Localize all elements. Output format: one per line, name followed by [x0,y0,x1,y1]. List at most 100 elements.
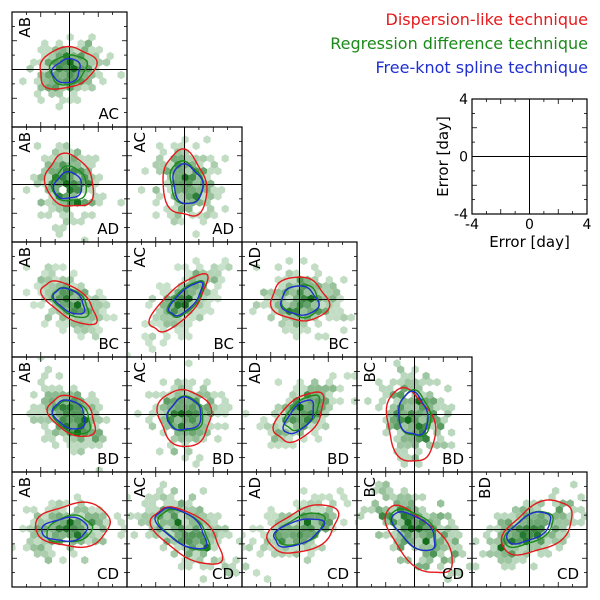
density-hex-bin [70,269,78,278]
density-hex-bin [177,192,186,201]
density-hex-bin [411,505,419,514]
density-hex-bin [66,33,74,42]
density-hex-bin [340,518,348,527]
density-hex-bin [371,486,379,496]
density-hex-bin [159,288,167,297]
density-hex-bin [397,493,405,502]
density-hex-bin [33,537,42,546]
density-hex-bin [41,269,49,278]
panel-y-label: AB [16,362,34,383]
density-hex-bin [296,403,304,412]
density-hex-bin [196,428,204,437]
density-hex-bin [41,64,49,73]
density-hex-bin [156,154,164,163]
density-hex-bin [55,229,63,239]
panel-x-label: CD [327,565,349,583]
density-hex-bin [404,378,412,387]
panel-x-label: BC [98,335,119,353]
density-hex-bin [99,434,107,444]
density-hex-bin [181,326,189,335]
density-hex-bin [62,179,71,188]
density-hex-bin [188,173,197,182]
density-hex-bin [37,198,45,207]
contour-green [51,400,92,435]
density-hex-bin [397,441,405,450]
density-hex-bin [12,543,16,552]
contour-green [46,514,94,543]
density-hex-bin [177,166,186,176]
density-hex-bin [415,537,423,546]
density-hex-bin [156,141,164,151]
density-hex-bin [33,549,42,559]
panel-x-label: BD [442,450,464,468]
density-hex-bin [411,415,419,425]
density-hex-bin [210,185,218,195]
density-hex-bin [307,384,315,393]
density-hex-bin [497,518,505,527]
density-hex-bin [170,409,178,418]
density-hex-bin [466,562,472,571]
density-hex-bin [303,556,312,565]
density-hex-bin [519,530,527,540]
density-hex-bin [404,530,412,540]
contour-red [269,276,331,322]
density-hex-bin [55,371,63,381]
density-hex-bin [174,518,182,527]
density-hex-bin [117,518,125,527]
density-hex-bin [70,447,78,456]
density-hex-bin [37,378,45,387]
density-hex-bin [92,154,100,163]
density-hex-bin [382,493,390,502]
density-hex-bin [44,288,52,297]
density-hex-bin [522,524,531,533]
density-hex-bin [340,493,348,502]
density-hex-bin [55,141,63,151]
density-hex-bin [296,530,304,540]
density-hex-bin [400,511,408,521]
density-hex-bin [81,83,89,92]
density-hex-bin [152,493,160,502]
density-hex-bin [386,409,394,418]
density-hex-bin [48,269,56,278]
density-hex-bin [127,351,131,357]
density-hex-bin [393,447,401,456]
density-hex-bin [22,263,31,272]
density-hex-bin [177,294,186,303]
density-hex-bin [88,518,96,527]
density-hex-bin [400,499,408,508]
density-hex-bin [404,453,412,462]
density-hex-bin [5,397,12,405]
density-hex-bin [55,51,63,61]
density-hex-bin [271,434,279,444]
density-hex-bin [177,409,186,418]
density-hex-bin [340,313,348,322]
panels-layer: ABACABADACADABBCACBCADBCABBDACBDADBDBCBD… [5,11,588,588]
density-hex-bin [159,493,167,502]
density-hex-bin [95,428,103,437]
density-hex-bin [33,77,42,86]
density-hex-bin [522,499,531,508]
density-hex-bin [152,313,160,322]
density-hex-bin [95,518,103,527]
density-hex-bin [59,223,67,232]
density-hex-bin [170,217,178,226]
density-hex-bin [447,441,456,450]
density-hex-bin [336,396,344,406]
density-hex-bin [426,556,434,565]
density-hex-bin [386,486,394,496]
density-hex-bin [163,422,171,431]
density-hex-bin [217,390,226,399]
density-hex-bin [30,505,38,514]
density-hex-bin [203,211,211,220]
density-hex-bin [296,326,304,335]
density-hex-bin [285,319,293,329]
contour-blue [52,287,86,315]
density-hex-bin [282,530,290,540]
density-hex-bin [555,543,563,552]
density-hex-bin [159,518,167,527]
density-hex-bin [292,422,301,431]
